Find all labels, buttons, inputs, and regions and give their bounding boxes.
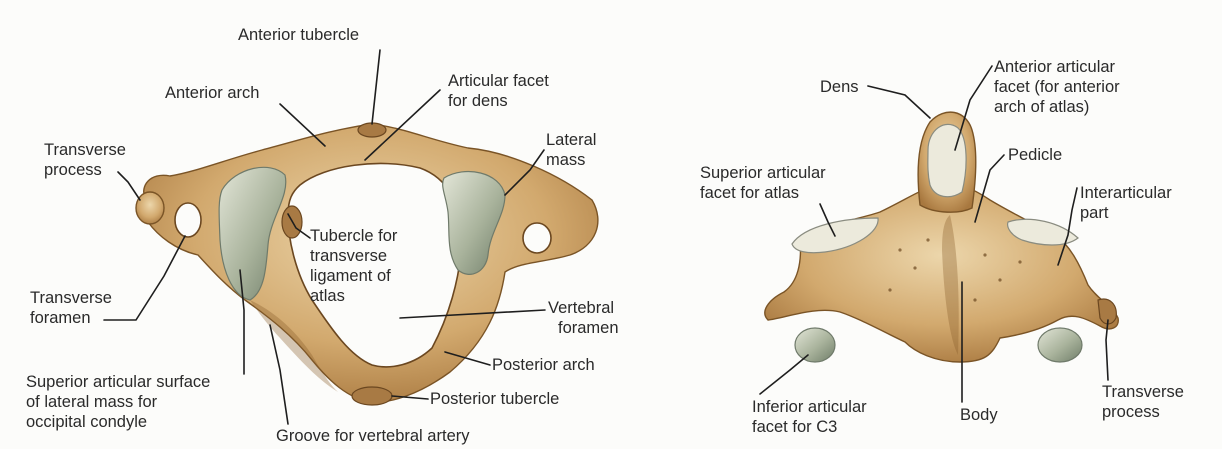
label-axis-transverse-process-1: Transverse	[1102, 383, 1184, 401]
label-pedicle: Pedicle	[1008, 146, 1062, 164]
label-body: Body	[960, 406, 998, 424]
atlas-left-transverse-process-shape	[136, 192, 164, 224]
label-anterior-tubercle: Anterior tubercle	[238, 26, 359, 44]
axis-right-inferior-facet-shape	[1038, 328, 1082, 362]
label-posterior-arch: Posterior arch	[492, 356, 595, 374]
label-superior-articular-facet-2: facet for atlas	[700, 184, 799, 202]
axis-transverse-process-shape	[1098, 299, 1116, 324]
label-interarticular-part-2: part	[1080, 204, 1109, 222]
label-inferior-articular-facet-2: facet for C3	[752, 418, 837, 436]
axis-anterior-facet-shape	[928, 124, 966, 196]
atlas-posterior-tubercle-shape	[352, 387, 392, 405]
label-interarticular-part-1: Interarticular	[1080, 184, 1172, 202]
label-axis-transverse-process-2: process	[1102, 403, 1160, 421]
label-superior-articular-surface-2: of lateral mass for	[26, 393, 158, 411]
label-groove-vertebral-artery: Groove for vertebral artery	[276, 427, 470, 445]
label-posterior-tubercle: Posterior tubercle	[430, 390, 559, 408]
label-articular-facet-dens-2: for dens	[448, 92, 508, 110]
atlas-left-transverse-foramen	[175, 203, 201, 237]
label-anterior-articular-facet-2: facet (for anterior	[994, 78, 1120, 96]
label-tubercle-transverse-4: atlas	[310, 287, 345, 305]
label-anterior-articular-facet-3: arch of atlas)	[994, 98, 1089, 116]
label-anterior-articular-facet-1: Anterior articular	[994, 58, 1116, 76]
axis-left-inferior-facet-shape	[795, 328, 835, 362]
label-transverse-process-2: process	[44, 161, 102, 179]
axis-illustration	[765, 112, 1118, 362]
label-transverse-foramen-1: Transverse	[30, 289, 112, 307]
label-lateral-mass-2: mass	[546, 151, 585, 169]
label-transverse-process-1: Transverse	[44, 141, 126, 159]
label-inferior-articular-facet-1: Inferior articular	[752, 398, 867, 416]
leader-inferior-articular-facet	[760, 355, 808, 394]
label-superior-articular-facet-1: Superior articular	[700, 164, 826, 182]
label-tubercle-transverse-3: ligament of	[310, 267, 391, 285]
label-tubercle-transverse-2: transverse	[310, 247, 387, 265]
label-anterior-arch: Anterior arch	[165, 84, 259, 102]
label-vertebral-foramen-1: Vertebral	[548, 299, 614, 317]
atlas-right-transverse-foramen	[523, 223, 551, 253]
leader-transverse-foramen	[104, 236, 185, 320]
leader-transverse-process	[118, 172, 140, 200]
label-vertebral-foramen-2: foramen	[558, 319, 619, 337]
label-tubercle-transverse-1: Tubercle for	[310, 227, 398, 245]
label-transverse-foramen-2: foramen	[30, 309, 91, 327]
label-superior-articular-surface-3: occipital condyle	[26, 413, 147, 431]
leader-dens	[868, 86, 930, 118]
leader-axis-transverse-process	[1106, 320, 1108, 380]
label-dens: Dens	[820, 78, 859, 96]
leader-anterior-tubercle	[372, 50, 380, 124]
label-lateral-mass-1: Lateral	[546, 131, 596, 149]
atlas-anterior-tubercle-shape	[358, 123, 386, 137]
label-articular-facet-dens-1: Articular facet	[448, 72, 549, 90]
label-superior-articular-surface-1: Superior articular surface	[26, 373, 210, 391]
